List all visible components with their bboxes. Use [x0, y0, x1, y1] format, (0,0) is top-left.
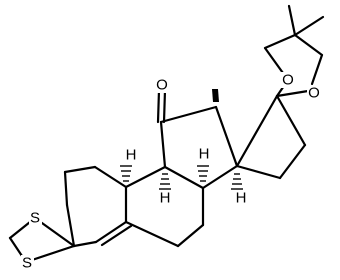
hydrogen-c10-label: H — [126, 147, 137, 164]
hydrogen-c9-label: H — [160, 190, 171, 207]
dioxane-oxygen-left-label: O — [282, 72, 294, 89]
atom-label-backgrounds — [21, 72, 321, 271]
stereo-bonds — [120, 89, 243, 190]
hatch-bond-c9 — [159, 173, 171, 190]
ketone-oxygen-label: O — [156, 77, 168, 94]
hydrogen-c8-label: H — [199, 146, 210, 163]
dioxane-oxygen-right-label: O — [308, 85, 320, 102]
hydrogen-c14-label: H — [236, 190, 247, 207]
hatch-bond-c14 — [231, 173, 243, 190]
thiolane-sulfur-upper-label: S — [30, 210, 40, 227]
methyl-wedge-bond — [212, 89, 219, 102]
bond-skeleton — [8, 4, 325, 264]
atom-labels: O O O S S H H H H — [22, 72, 320, 272]
hatch-bond-c10 — [120, 165, 132, 182]
hatch-bond-c8 — [197, 165, 209, 182]
thiolane-sulfur-lower-label: S — [22, 255, 32, 272]
